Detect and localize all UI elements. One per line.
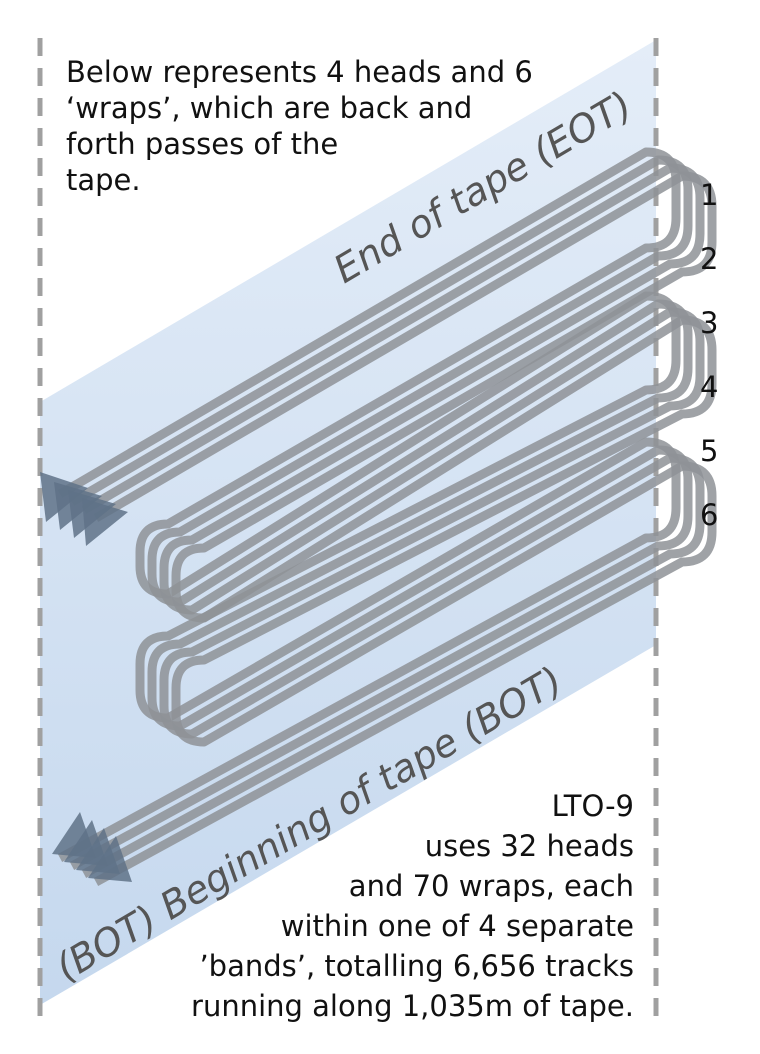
head-track-4 — [93, 171, 717, 886]
serpentine-tracks — [57, 147, 717, 886]
outro-text: LTO-9 uses 32 heads and 70 wraps, each w… — [114, 786, 634, 1026]
intro-line: forth passes of the — [66, 127, 339, 161]
intro-text: Below represents 4 heads and 6 ‘wraps’, … — [66, 54, 586, 198]
intro-line: tape. — [66, 163, 141, 197]
outro-line: running along 1,035m of tape. — [191, 989, 634, 1023]
outro-line: and 70 wraps, each — [348, 869, 634, 903]
wrap-number-1: 1 — [700, 178, 719, 212]
wrap-number-3: 3 — [700, 306, 719, 340]
arrowhead-8 — [88, 836, 132, 882]
intro-line: ‘wraps’, which are back and — [66, 91, 473, 125]
wrap-number-5: 5 — [700, 434, 719, 468]
wrap-number-2: 2 — [700, 242, 719, 276]
arrowhead-4 — [82, 498, 128, 546]
outro-line: within one of 4 separate — [280, 909, 634, 943]
wrap-number-6: 6 — [700, 498, 719, 532]
intro-line: Below represents 4 heads and 6 — [66, 55, 533, 89]
head-track-3 — [81, 163, 705, 878]
head-track-1 — [57, 147, 681, 862]
eot-arrowheads — [40, 472, 128, 546]
head-track-2 — [69, 155, 693, 870]
bot-arrowheads — [52, 812, 132, 882]
wrap-number-4: 4 — [700, 370, 719, 404]
outro-line: ’bands’, totalling 6,656 tracks — [199, 949, 634, 983]
outro-line: uses 32 heads — [424, 829, 634, 863]
outro-line: LTO-9 — [551, 789, 634, 823]
